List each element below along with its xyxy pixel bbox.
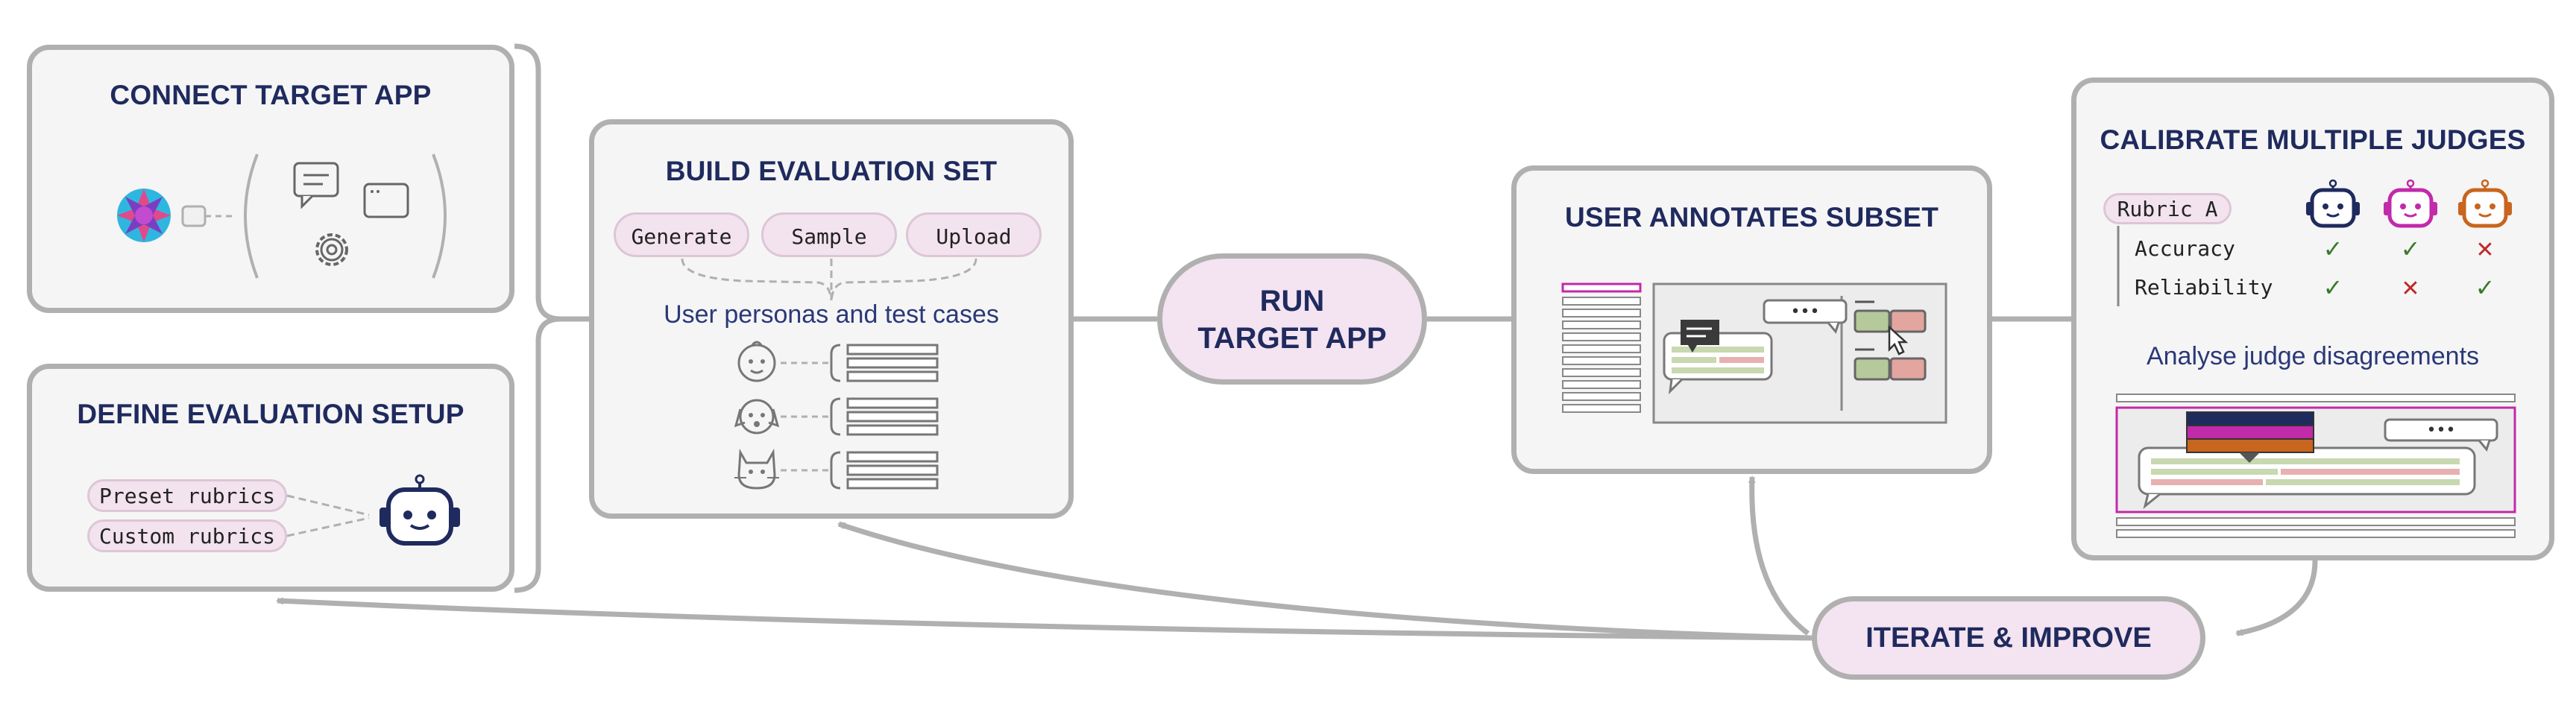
- disagreement-illustration: •••: [2115, 394, 2516, 538]
- calibrate-subtitle: Analyse judge disagreements: [2146, 342, 2480, 370]
- right-paren: [432, 154, 447, 279]
- build-title: BUILD EVALUATION SET: [665, 156, 998, 186]
- annotate-title: USER ANNOTATES SUBSET: [1565, 202, 1939, 233]
- iterate-improve-oval: ITERATE & IMPROVE: [1812, 596, 2205, 680]
- persona-rows: [734, 341, 939, 490]
- gear-icon: [315, 233, 348, 266]
- rubric-pill-preset: Preset rubrics: [87, 479, 287, 512]
- row-label-reliability: Reliability: [2135, 275, 2273, 300]
- robot-icon: [380, 474, 460, 546]
- build-connectors: [681, 258, 977, 301]
- define-connectors: [286, 474, 460, 546]
- judges-table: ✓ ✓ ✕ ✓ ✕ ✓: [2117, 179, 2512, 306]
- mark-reliability-judge1: ✓: [2323, 274, 2343, 302]
- baby-face-icon: [737, 341, 776, 382]
- mark-accuracy-judge1: ✓: [2323, 235, 2343, 263]
- arrow-iterate-to-define: [276, 597, 1813, 641]
- rubric-a-pill: Rubric A: [2103, 193, 2232, 224]
- left-paren: [244, 154, 259, 279]
- mark-reliability-judge2: ✕: [2401, 276, 2419, 302]
- dog-face-icon: [734, 399, 780, 434]
- judge-robot-navy-icon: [2306, 179, 2360, 228]
- calibrate-title: CALIBRATE MULTIPLE JUDGES: [2100, 124, 2526, 155]
- calibrate-dots-bubble: •••: [2427, 421, 2456, 440]
- run-target-app-oval: RUN TARGET APP: [1157, 253, 1427, 385]
- mark-accuracy-judge3: ✕: [2475, 237, 2494, 263]
- cursor-icon: [1888, 325, 1909, 356]
- build-evaluation-set-panel: BUILD EVALUATION SET Generate Sample Upl…: [589, 119, 1074, 519]
- connect-target-app-panel: CONNECT TARGET APP: [27, 45, 514, 313]
- run-label-line2: TARGET APP: [1197, 322, 1387, 355]
- row-label-accuracy: Accuracy: [2135, 236, 2235, 261]
- annotate-dots-bubble: •••: [1791, 303, 1820, 321]
- calibrate-multiple-judges-panel: CALIBRATE MULTIPLE JUDGES Rubric A Accur…: [2071, 78, 2554, 560]
- iterate-label: ITERATE & IMPROVE: [1865, 622, 2152, 654]
- app-logo-icon: [117, 189, 171, 242]
- arrow-calibrate-to-iterate: [2235, 560, 2318, 636]
- plug-icon: [181, 205, 207, 227]
- connect-title: CONNECT TARGET APP: [110, 80, 432, 110]
- cat-face-icon: [734, 448, 779, 490]
- connect-illustration: [117, 154, 447, 279]
- chat-icon: [293, 162, 339, 209]
- define-title: DEFINE EVALUATION SETUP: [77, 399, 465, 429]
- option-sample[interactable]: Sample: [761, 212, 897, 257]
- option-generate[interactable]: Generate: [614, 212, 749, 257]
- left-bracket: [514, 43, 561, 593]
- arrow-iterate-to-build: [837, 521, 1813, 641]
- run-label-line1: RUN: [1259, 285, 1325, 317]
- mark-reliability-judge3: ✓: [2475, 274, 2495, 302]
- arrow-iterate-to-annotate: [1748, 475, 1810, 636]
- judge-robot-orange-icon: [2458, 179, 2512, 228]
- window-icon: [363, 183, 409, 218]
- rubric-pill-custom: Custom rubrics: [87, 519, 287, 552]
- mark-accuracy-judge2: ✓: [2401, 235, 2421, 263]
- judge-robot-magenta-icon: [2384, 179, 2437, 228]
- option-upload[interactable]: Upload: [906, 212, 1042, 257]
- define-evaluation-setup-panel: DEFINE EVALUATION SETUP Preset rubrics C…: [27, 364, 514, 592]
- annotation-illustration: •••: [1561, 282, 1947, 424]
- build-subtitle: User personas and test cases: [664, 300, 999, 329]
- user-annotates-subset-panel: USER ANNOTATES SUBSET •••: [1511, 165, 1992, 474]
